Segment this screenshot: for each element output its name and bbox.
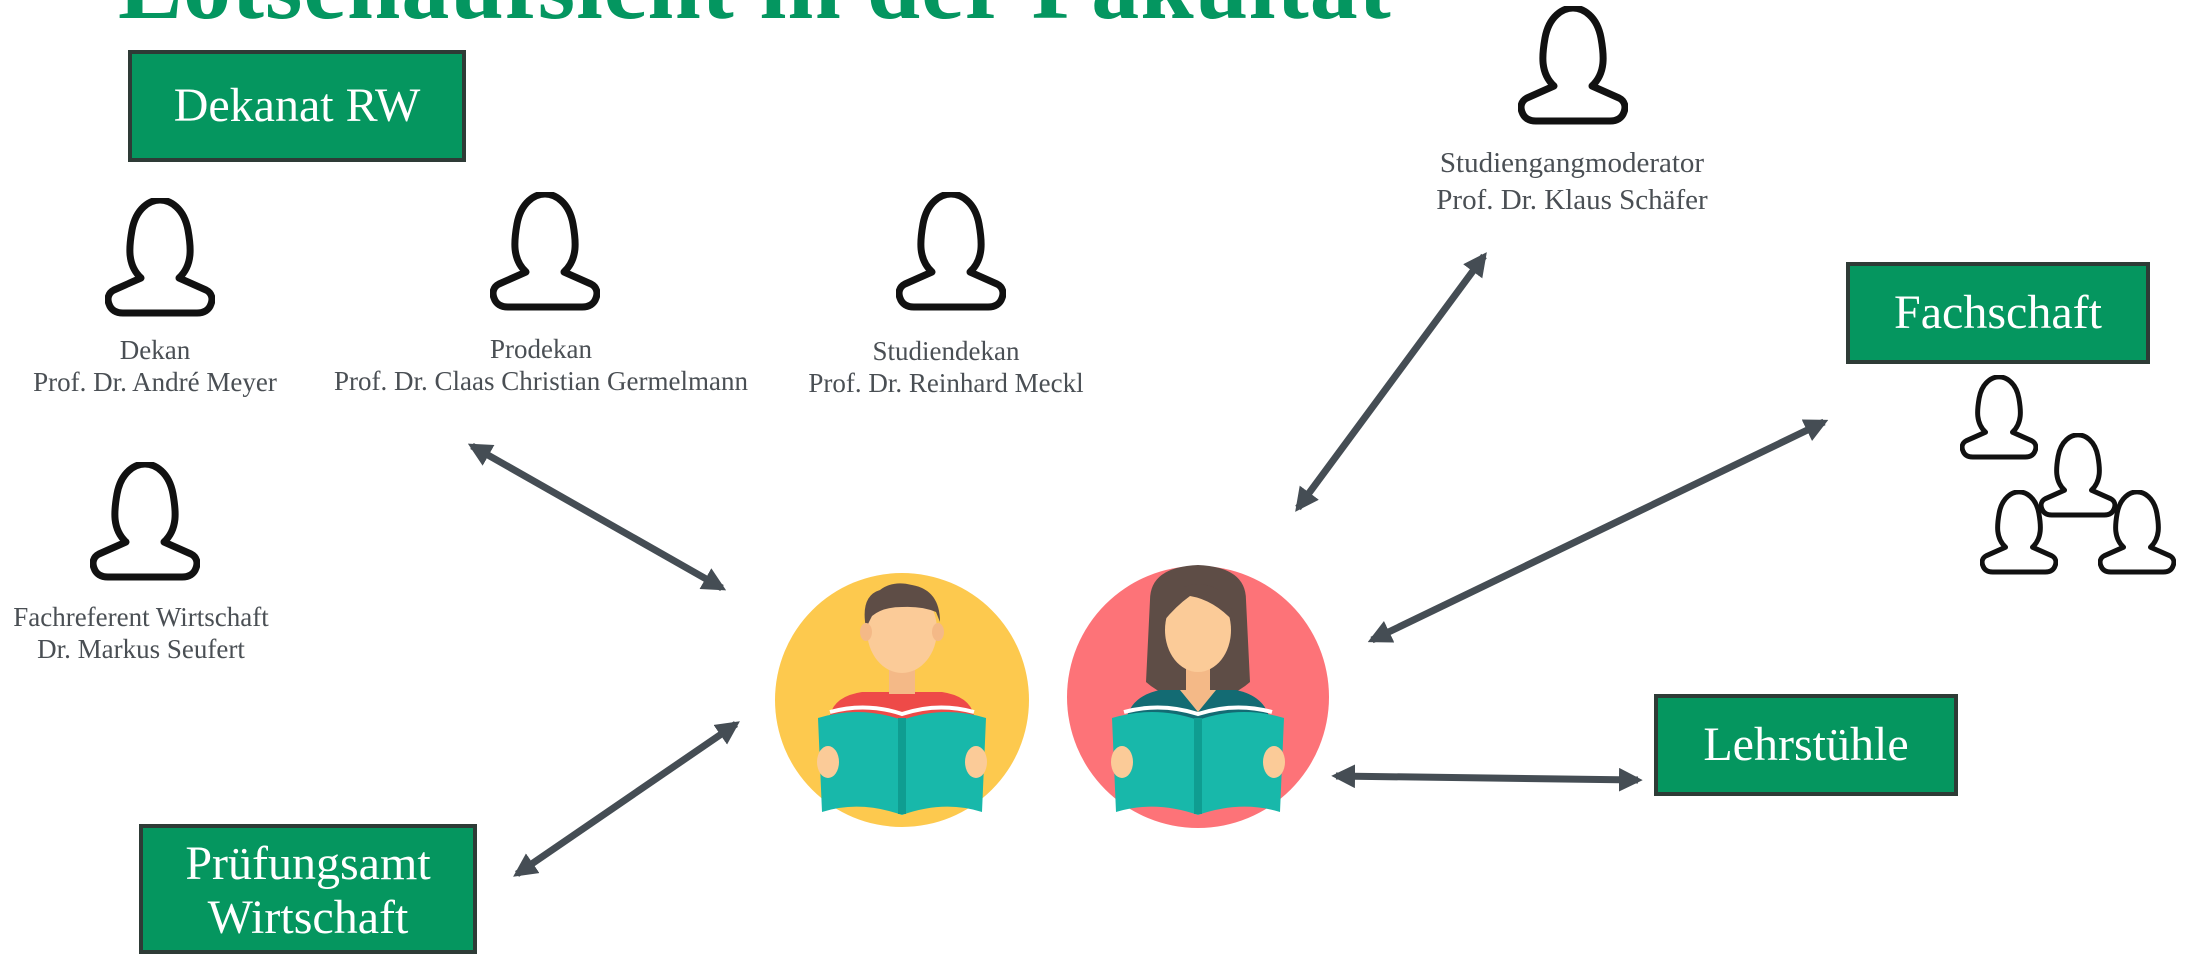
dekanat-label: Dekanat RW [173, 79, 421, 133]
fachschaft-arrow [1367, 418, 1829, 644]
moderator-name: Prof. Dr. Klaus Schäfer [1436, 184, 1708, 216]
pruefungsamt-arrow [513, 721, 740, 877]
dekanat-box: Dekanat RW [128, 50, 466, 162]
dekan-role: Dekan [119, 335, 191, 365]
lehrstuehle-arrow [1331, 764, 1643, 792]
studiendekan-person-icon [899, 194, 1003, 307]
prodekan-label: Prodekan Prof. Dr. Claas Christian Germe… [334, 333, 748, 397]
dekan-person-icon [108, 200, 212, 313]
dekan-label: Dekan Prof. Dr. André Meyer [33, 334, 277, 398]
student-male-icon [775, 573, 1029, 827]
page-title: Lotsenaufsicht in der Fakultät [118, 0, 1392, 34]
studiendekan-role: Studiendekan [872, 336, 1020, 366]
moderator-person-icon [1521, 8, 1625, 121]
prodekan-arrow [467, 442, 727, 592]
prodekan-role: Prodekan [490, 334, 592, 364]
lehrstuehle-box: Lehrstühle [1654, 694, 1958, 796]
pruefungsamt-label-line1: Prüfungsamt [185, 837, 431, 891]
moderator-arrow [1295, 252, 1487, 512]
moderator-label: Studiengangmoderator Prof. Dr. Klaus Sch… [1436, 145, 1707, 219]
prodekan-person-icon [493, 194, 597, 307]
fachschaft-label: Fachschaft [1894, 286, 2102, 340]
studiendekan-label: Studiendekan Prof. Dr. Reinhard Meckl [808, 335, 1083, 399]
student-female-icon [1067, 565, 1329, 828]
fachreferent-person-icon [93, 464, 197, 577]
prodekan-name: Prof. Dr. Claas Christian Germelmann [334, 366, 748, 396]
fachschaft-box: Fachschaft [1846, 262, 2150, 364]
studiendekan-name: Prof. Dr. Reinhard Meckl [808, 368, 1084, 398]
moderator-role: Studiengangmoderator [1439, 147, 1705, 179]
fachreferent-label: Fachreferent Wirtschaft Dr. Markus Seufe… [13, 601, 269, 665]
fachschaft-group-icon [1962, 377, 2174, 572]
fachreferent-name: Dr. Markus Seufert [37, 634, 245, 664]
dekan-name: Prof. Dr. André Meyer [33, 367, 277, 397]
fachreferent-role: Fachreferent Wirtschaft [13, 602, 269, 632]
lehrstuehle-label: Lehrstühle [1703, 718, 1909, 772]
